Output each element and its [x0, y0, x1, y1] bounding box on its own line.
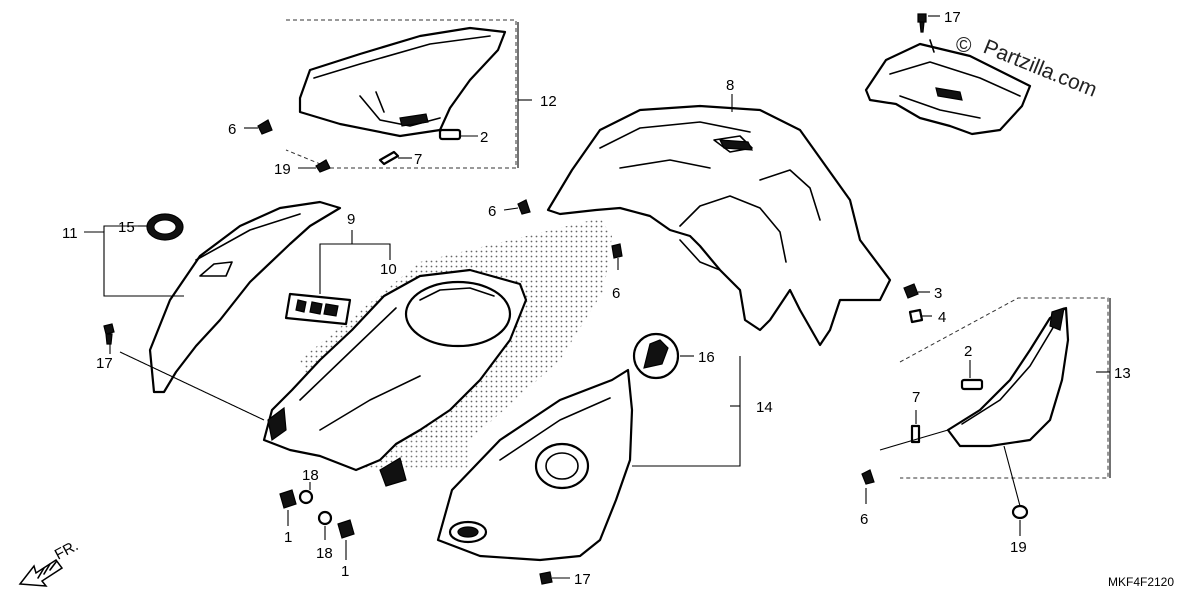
part-18-washer-b[interactable]: [317, 510, 333, 526]
front-direction-indicator: FR.: [18, 537, 81, 587]
callout-13: 13: [1114, 365, 1131, 382]
group-12-box: [285, 19, 517, 169]
part-17-screw-bottom[interactable]: [539, 571, 553, 585]
part-12-upper-cover[interactable]: [298, 26, 507, 138]
callout-10: 10: [380, 261, 397, 278]
part-6-clip-mid[interactable]: [517, 199, 531, 215]
part-13-right-cover[interactable]: [946, 306, 1070, 448]
callout-6-mid: 6: [488, 203, 496, 220]
part-6-clip-right[interactable]: [861, 469, 875, 485]
part-2-clip-right[interactable]: [960, 378, 984, 391]
part-17-screw-top[interactable]: [917, 13, 927, 33]
part-1-nut-a[interactable]: [279, 489, 297, 509]
part-6-clip-upper[interactable]: [257, 119, 273, 135]
part-7-pad-upper[interactable]: [378, 150, 400, 166]
callout-19-upper: 19: [274, 161, 291, 178]
part-7-pad-right[interactable]: [910, 424, 921, 444]
callout-11: 11: [62, 225, 78, 242]
part-17-screw-left[interactable]: [103, 323, 115, 345]
part-2-clip-upper[interactable]: [438, 128, 462, 141]
callout-6-center: 6: [612, 285, 620, 302]
part-8-top-shroud[interactable]: [546, 104, 892, 347]
part-4-nut[interactable]: [908, 308, 924, 324]
part-18-washer-a[interactable]: [298, 489, 314, 505]
part-16-emblem[interactable]: [632, 332, 680, 380]
diagram-code: MKF4F2120: [1108, 575, 1174, 589]
part-14-side-panel[interactable]: [436, 368, 634, 562]
callout-16: 16: [698, 349, 715, 366]
callout-3: 3: [934, 285, 942, 302]
callout-12: 12: [540, 93, 557, 110]
callout-8: 8: [726, 77, 734, 94]
part-9-decal[interactable]: [284, 292, 352, 326]
callout-2-right: 2: [964, 343, 972, 360]
callout-2-upper: 2: [480, 129, 488, 146]
callout-7-upper: 7: [414, 151, 422, 168]
part-3-grommet[interactable]: [903, 283, 919, 299]
part-6-clip-center[interactable]: [611, 243, 623, 259]
callout-labels: 12 6 2 7 19 17 8 6 6 3 4 15 11 9 10 17 1…: [62, 9, 1131, 588]
callout-9: 9: [347, 211, 355, 228]
callout-14: 14: [756, 399, 773, 416]
callout-6-upper: 6: [228, 121, 236, 138]
part-19-grommet-right[interactable]: [1011, 504, 1029, 520]
callout-18-b: 18: [316, 545, 333, 562]
callout-15: 15: [118, 219, 135, 236]
part-15-emblem[interactable]: [146, 213, 184, 241]
callout-19-right: 19: [1010, 539, 1027, 556]
callout-17-bottom: 17: [574, 571, 591, 588]
callout-17-top: 17: [944, 9, 961, 26]
callout-7-right: 7: [912, 389, 920, 406]
callout-1-a: 1: [284, 529, 292, 546]
part-19-grommet-upper[interactable]: [315, 159, 331, 173]
part-11-left-cowl[interactable]: [148, 200, 342, 394]
front-arrow-hatch: [37, 561, 57, 579]
callout-17-left: 17: [96, 355, 113, 372]
callout-18-a: 18: [302, 467, 319, 484]
group-13-box: [899, 297, 1109, 479]
callout-1-b: 1: [341, 563, 349, 580]
part-bracket-top-right[interactable]: [864, 39, 1032, 136]
part-1-nut-b[interactable]: [337, 519, 355, 539]
part-10-center-cover[interactable]: [262, 268, 528, 487]
copyright-symbol: ©: [956, 34, 972, 57]
callout-6-right: 6: [860, 511, 868, 528]
callout-4: 4: [938, 309, 946, 326]
leader-lines: [84, 15, 1111, 579]
